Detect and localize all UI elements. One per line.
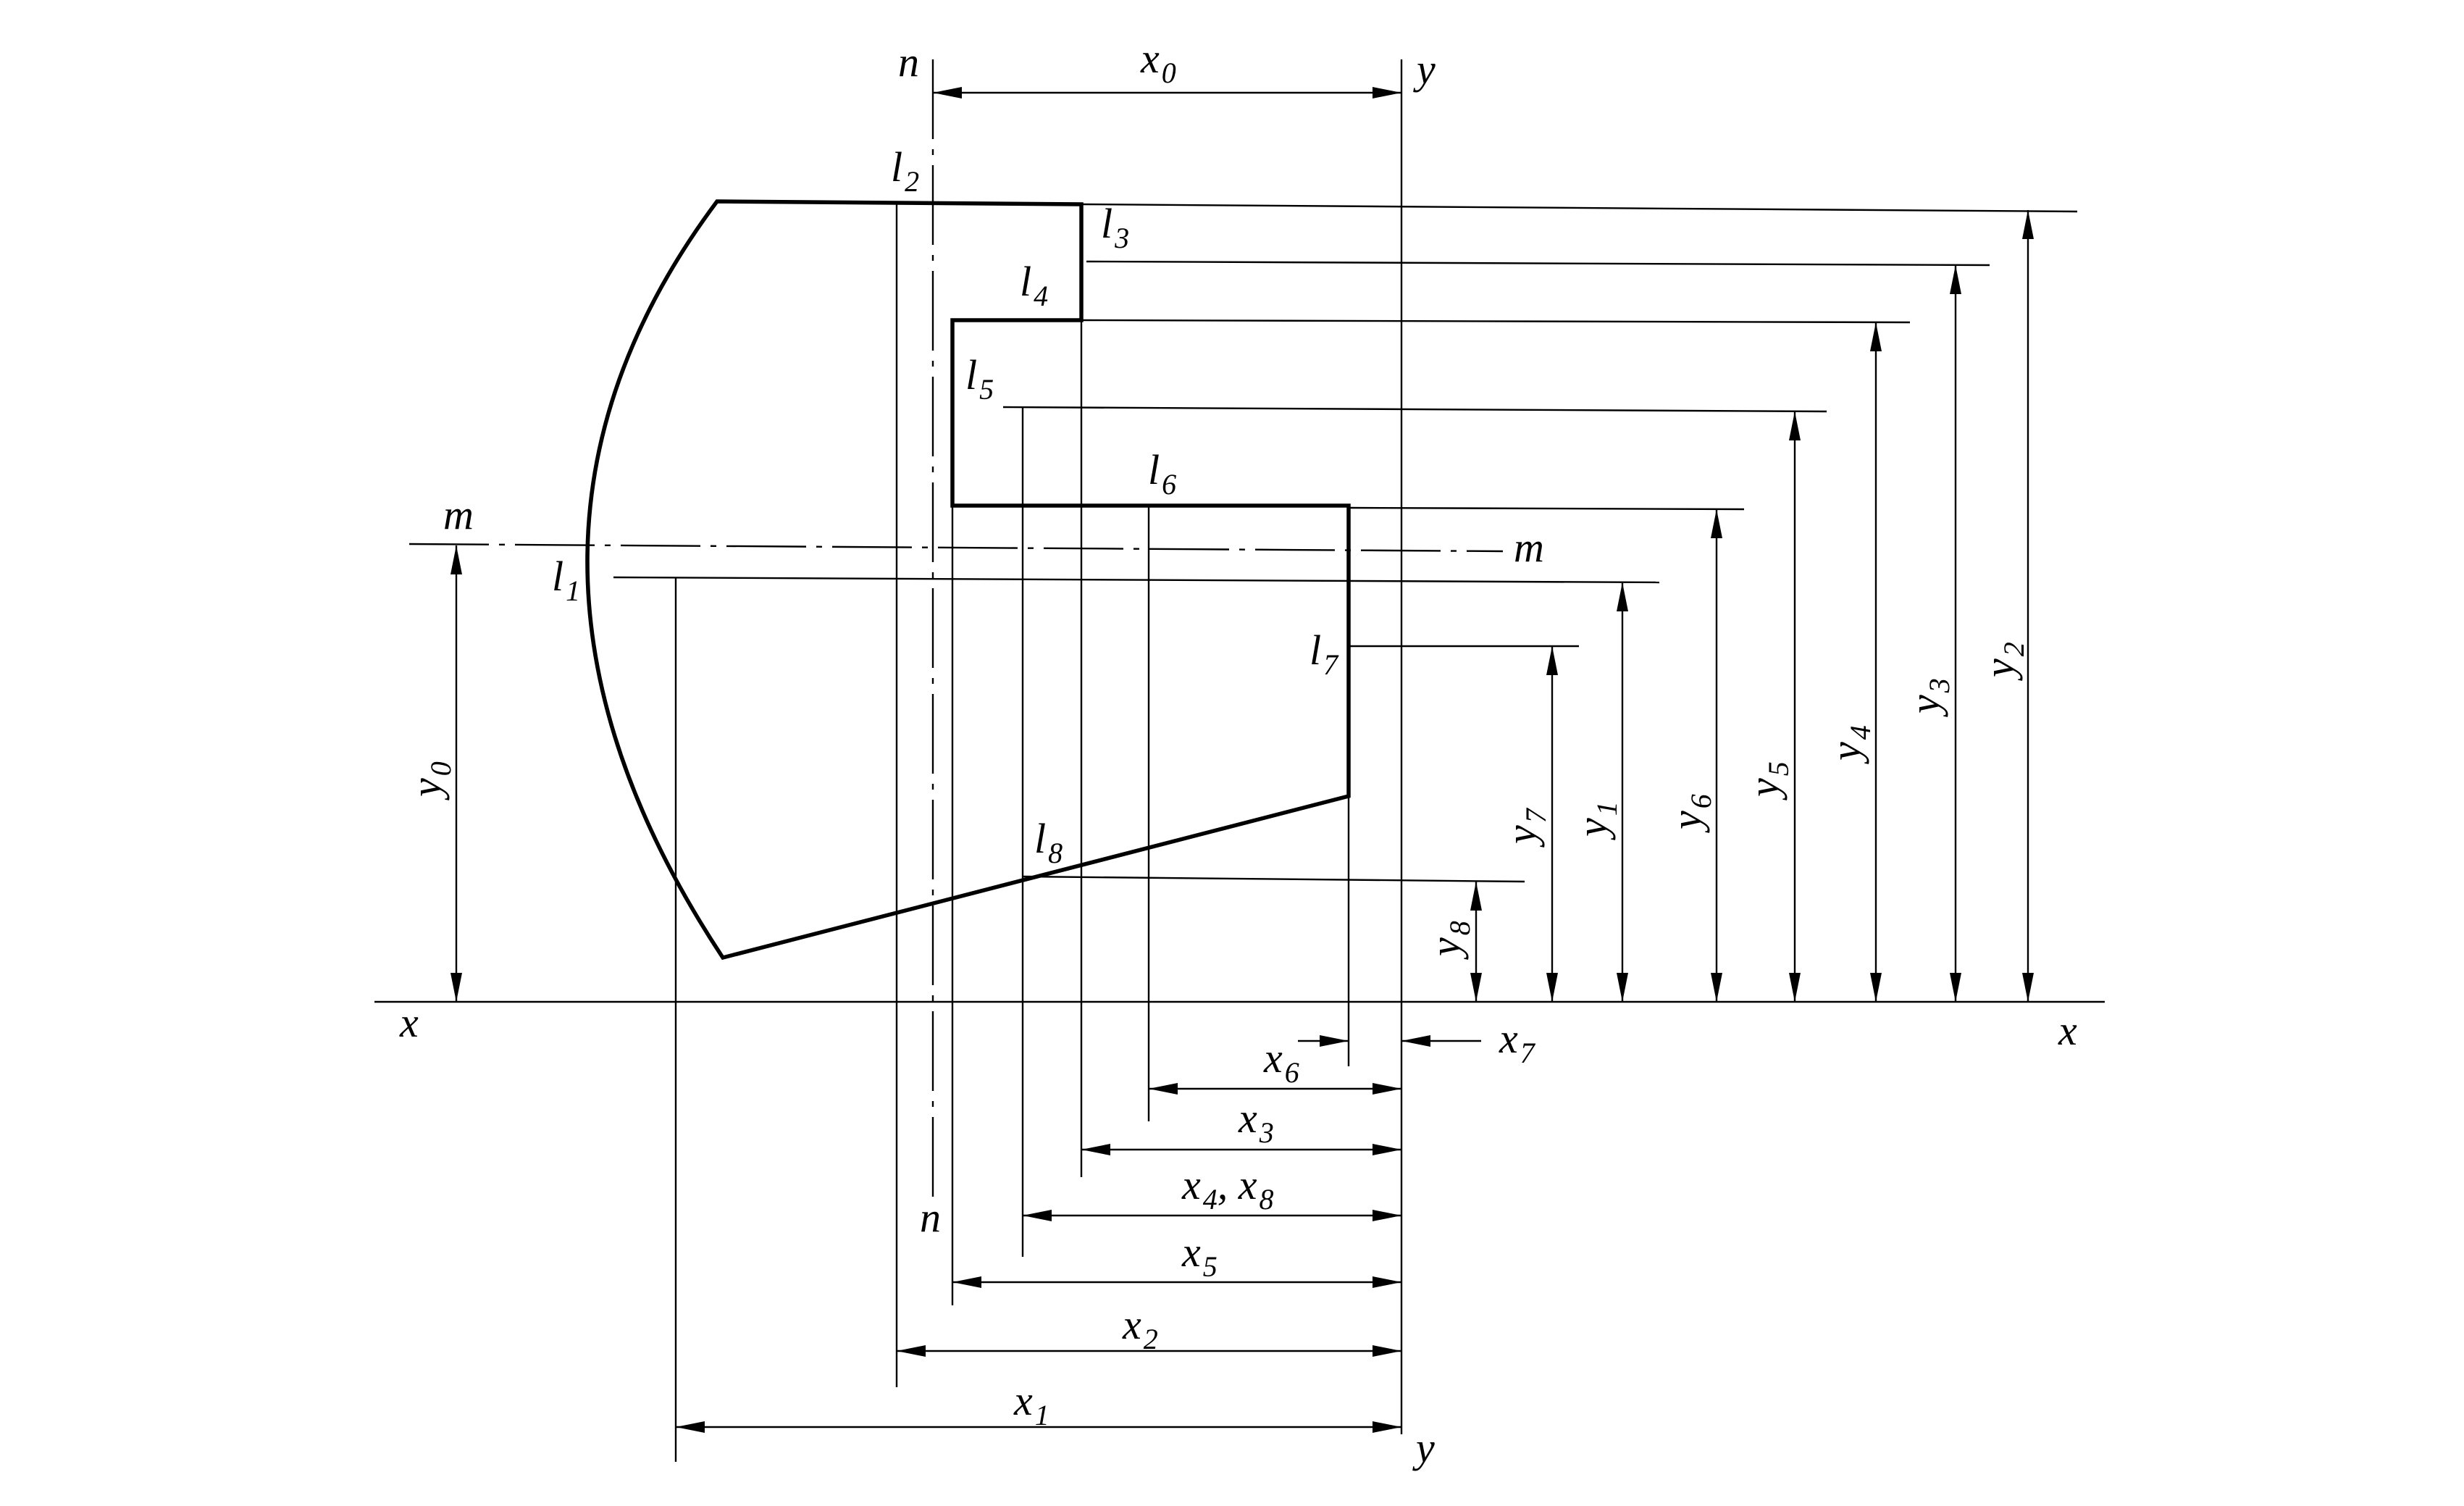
label-y4: y4 xyxy=(1822,725,1877,764)
label-x1: x1 xyxy=(1013,1377,1049,1431)
label-x-axis-right: x xyxy=(2058,1007,2077,1054)
label-l1: l1 xyxy=(552,553,580,607)
m-axis-line xyxy=(408,543,1504,553)
ext-line-y1 xyxy=(613,576,1660,584)
label-l7: l7 xyxy=(1309,627,1339,681)
label-y1: y1 xyxy=(1569,801,1623,840)
label-y6: y6 xyxy=(1663,794,1717,833)
ext-line-y8 xyxy=(1022,875,1525,883)
label-m-axis-right: m xyxy=(1514,524,1544,571)
label-y2: y2 xyxy=(1976,642,2030,681)
part-outline xyxy=(585,199,1351,961)
label-x5: x5 xyxy=(1181,1229,1218,1283)
label-n-axis-bottom: n xyxy=(920,1194,941,1241)
label-y7: y7 xyxy=(1498,807,1552,848)
label-l4: l4 xyxy=(1020,258,1048,312)
label-y3: y3 xyxy=(1901,678,1956,717)
label-l5: l5 xyxy=(965,351,994,406)
label-m-axis-left: m xyxy=(443,491,474,538)
label-l8: l8 xyxy=(1034,815,1063,869)
ext-line-y5 xyxy=(1002,406,1827,413)
ext-line-y6 xyxy=(1348,506,1745,511)
label-x0: x0 xyxy=(1140,35,1176,89)
label-y8: y8 xyxy=(1422,921,1476,960)
label-n-axis-top: n xyxy=(898,38,919,85)
label-y-axis-bottom: y xyxy=(1412,1424,1435,1471)
label-x4-x8: x4, x8 xyxy=(1181,1161,1274,1216)
label-x6: x6 xyxy=(1263,1034,1299,1089)
label-y5: y5 xyxy=(1740,761,1795,800)
label-l3: l3 xyxy=(1101,200,1129,254)
ext-line-y3 xyxy=(1086,260,1990,267)
label-l6: l6 xyxy=(1148,446,1176,501)
label-x-axis-left: x xyxy=(399,999,419,1046)
label-x2: x2 xyxy=(1122,1301,1158,1355)
label-l2: l2 xyxy=(891,143,919,198)
ext-line-y4 xyxy=(1081,319,1911,324)
ext-line-y2 xyxy=(1081,203,2078,213)
label-y0: y0 xyxy=(403,761,457,800)
label-x7: x7 xyxy=(1499,1015,1536,1069)
label-y-axis-top: y xyxy=(1413,46,1436,93)
label-x3: x3 xyxy=(1238,1095,1274,1149)
